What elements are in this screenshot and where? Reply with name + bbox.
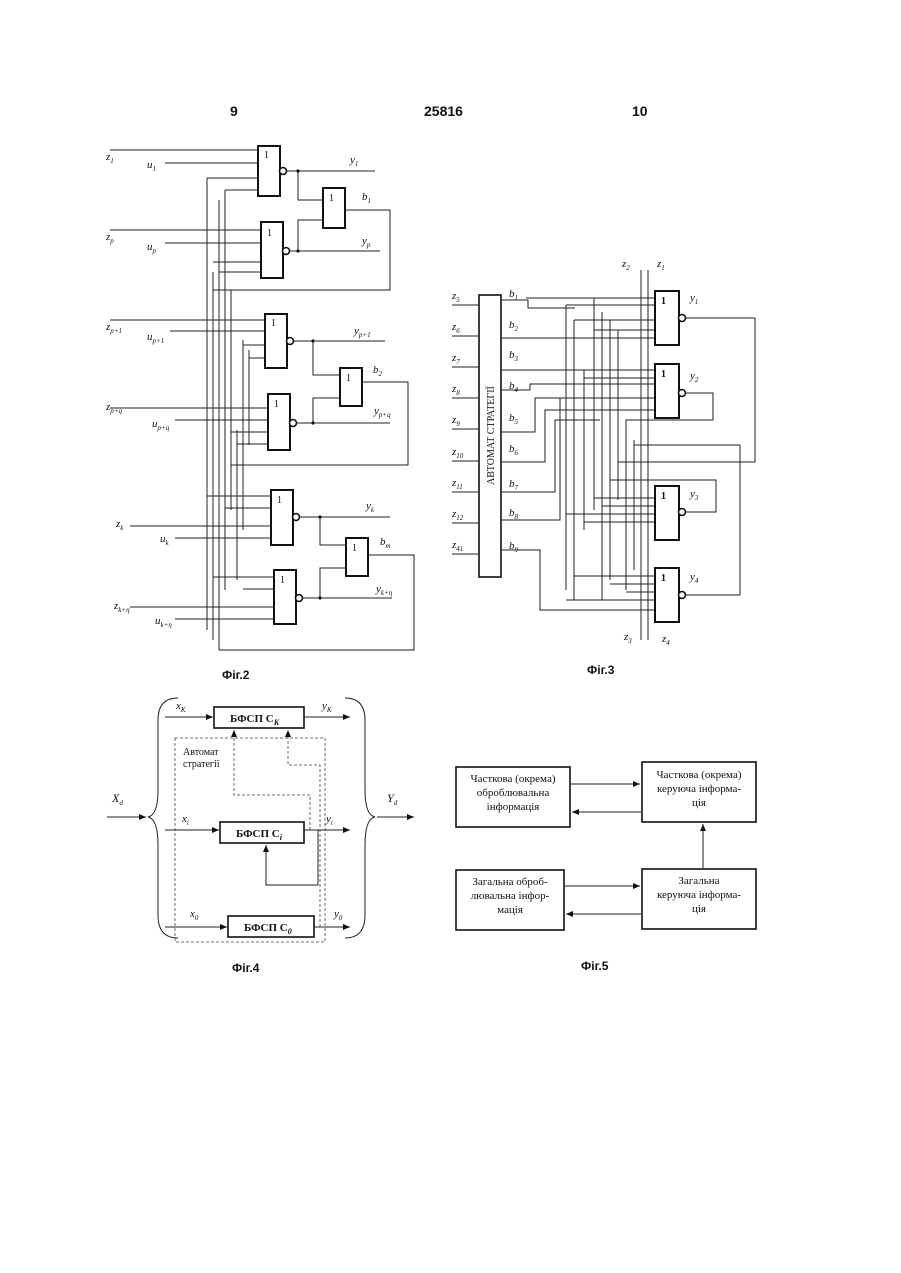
fig3-z-41: z41 (451, 539, 463, 553)
fig2-z-keta: zk+η (113, 600, 130, 614)
fig4-caption: Фіг.4 (232, 961, 260, 975)
fig3-b-7: b7 (509, 478, 519, 492)
fig2-z-k: zk (115, 518, 124, 532)
figure-4-block-diagram: Автомат стратегії БФСП CK БФСП Ci БФСП C… (107, 698, 414, 975)
fig3-y-4: y4 (689, 571, 699, 585)
fig3-b-9: b9 (509, 540, 519, 554)
fig3-b-4: b4 (509, 380, 519, 394)
fig4-xk: xK (175, 700, 186, 714)
gate-6-symbol: 1 (280, 575, 285, 586)
fig2-caption: Фіг.2 (222, 668, 250, 682)
gate-2-symbol: 1 (267, 228, 272, 239)
fig4-block-0: БФСП C0 (244, 922, 292, 936)
fig3-gate-3-symbol: 1 (661, 491, 666, 502)
fig5-br-line2: керуюча інформа- (657, 889, 741, 901)
fig3-automaton-label: АВТОМАТ СТРАТЕГІЇ (485, 385, 497, 485)
fig5-tr-line2: керуюча інформа- (657, 783, 741, 795)
gate-bm-symbol: 1 (352, 543, 357, 554)
fig5-br-line3: ція (692, 903, 706, 915)
fig2-y-pq: yp+q (373, 405, 391, 419)
fig4-y0: y0 (333, 908, 343, 922)
fig3-b-3: b3 (509, 349, 519, 363)
fig5-tl-line1: Часткова (окрема) (470, 773, 555, 785)
fig4-yk: yK (321, 700, 332, 714)
fig3-b-8: b8 (509, 507, 519, 521)
fig3-gate-1-symbol: 1 (661, 296, 666, 307)
fig2-u-pq: up+q (152, 418, 170, 432)
fig2-b-1: b1 (362, 191, 371, 205)
fig4-xi: xi (181, 813, 189, 827)
fig2-b-m: bm (380, 536, 391, 550)
fig4-yd: Yd (387, 791, 398, 807)
fig3-y-2: y2 (689, 370, 699, 384)
fig3-b-1: b1 (509, 288, 518, 302)
fig3-z-10: z10 (451, 446, 464, 460)
fig3-y-3: y3 (689, 488, 699, 502)
fig2-b-2: b2 (373, 364, 383, 378)
fig5-bl-line2: лювальна інфор- (471, 890, 550, 902)
gate-5-symbol: 1 (277, 495, 282, 506)
fig2-z-p: zp (105, 231, 114, 245)
fig2-u-1: u1 (147, 159, 156, 173)
fig2-y-p1: yp+1 (353, 325, 371, 339)
fig5-tr-line3: ція (692, 797, 706, 809)
fig2-u-keta: uk+η (155, 615, 172, 629)
fig3-z-12: z12 (451, 508, 464, 522)
fig3-z-9: z9 (451, 414, 460, 428)
fig3-z-1-top: z1 (656, 258, 665, 272)
fig3-z-8: z8 (451, 383, 460, 397)
fig4-automaton-label-2: стратегії (183, 759, 220, 770)
fig2-y-1: y1 (349, 154, 358, 168)
fig3-b-6: b6 (509, 443, 519, 457)
gate-4-symbol: 1 (274, 399, 279, 410)
fig3-caption: Фіг.3 (587, 663, 615, 677)
fig3-y-1: y1 (689, 292, 698, 306)
fig3-z-2-top: z2 (621, 258, 630, 272)
fig5-tr-line1: Часткова (окрема) (656, 769, 741, 781)
fig5-tl-line2: оброблювальна (477, 787, 550, 799)
fig3-z-4-bottom: z4 (661, 633, 670, 647)
fig2-y-keta: yk+η (375, 583, 393, 597)
fig2-u-p: up (147, 241, 157, 255)
fig2-y-p: yp (361, 235, 371, 249)
fig3-z-5: z5 (451, 290, 460, 304)
fig4-x0: x0 (189, 908, 199, 922)
fig5-br-line1: Загальна (678, 875, 719, 887)
fig4-xd: Xd (111, 791, 123, 807)
fig2-z-pq: zp+q (105, 401, 123, 415)
fig3-z-3-bottom: z3 (623, 631, 632, 645)
fig2-z-1: z1 (105, 151, 114, 165)
fig3-z-7: z7 (451, 352, 460, 366)
fig4-block-i: БФСП Ci (236, 828, 283, 842)
fig4-automaton-label-1: Автомат (183, 747, 219, 758)
fig3-gate-2-symbol: 1 (661, 369, 666, 380)
fig3-b-5: b5 (509, 412, 519, 426)
figure-2-logic-circuit: 1 1 1 1 1 (105, 146, 414, 682)
gate-b1-symbol: 1 (329, 193, 334, 204)
fig5-bl-line1: Загальна оброб- (472, 876, 548, 888)
figure-3-strategy-circuit: АВТОМАТ СТРАТЕГІЇ (451, 258, 755, 677)
fig3-gate-4-symbol: 1 (661, 573, 666, 584)
fig5-bl-line3: мація (497, 904, 523, 916)
gate-1-symbol: 1 (264, 150, 269, 161)
fig3-b-2: b2 (509, 319, 519, 333)
fig5-caption: Фіг.5 (581, 959, 609, 973)
fig2-u-k: uk (160, 533, 170, 547)
fig4-block-k: БФСП CK (230, 713, 280, 727)
gate-b2-symbol: 1 (346, 373, 351, 384)
fig3-z-6: z6 (451, 321, 460, 335)
fig5-tl-line3: інформація (487, 801, 540, 813)
fig2-y-k: yk (365, 500, 375, 514)
fig4-yi: yi (325, 813, 333, 827)
fig3-z-11: z11 (451, 477, 463, 491)
figure-5-information-diagram: Часткова (окрема) оброблювальна інформац… (456, 762, 756, 973)
fig2-u-p1: up+1 (147, 331, 164, 345)
gate-3-symbol: 1 (271, 318, 276, 329)
fig2-z-p1: zp+1 (105, 321, 122, 335)
